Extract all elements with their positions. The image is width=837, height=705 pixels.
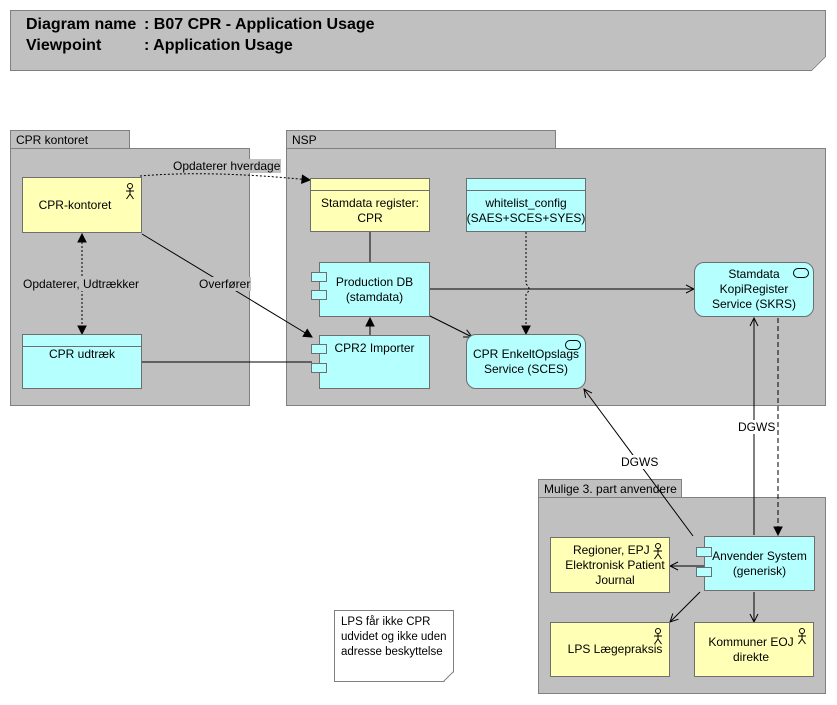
cpr-udtraek-label: CPR udtræk — [48, 347, 116, 361]
anvender-label: Anvender System (generisk) — [712, 548, 807, 578]
actor-icon — [798, 628, 806, 645]
service-icon — [793, 268, 809, 278]
rel-opdaterer-hverdage[interactable] — [139, 173, 310, 180]
cpr2-importer-component[interactable]: CPR2 Importer — [319, 335, 430, 389]
cpr2-importer-label: CPR2 Importer — [334, 341, 415, 355]
component-tab-icon — [311, 272, 327, 282]
component-tab-icon — [696, 547, 712, 557]
header-outline — [10, 10, 826, 71]
whitelist-config-label: whitelist_config (SAES+SCES+SYES) — [466, 195, 586, 225]
lps-label: LPS Lægepraksis — [567, 642, 663, 656]
diagram-name-label: Diagram name — [26, 16, 137, 33]
lps-actor[interactable]: LPS Lægepraksis — [550, 622, 670, 677]
diagram-header: Diagram name : B07 CPR - Application Usag… — [10, 10, 825, 70]
component-tab-icon — [311, 363, 327, 373]
production-db-component[interactable]: Production DB (stamdata) — [319, 262, 430, 317]
rel-anvender-lps[interactable] — [670, 591, 701, 622]
kommuner-label: Kommuner EOJ direkte — [708, 634, 794, 664]
note-text: LPS får ikke CPR udvidet og ikke uden ad… — [341, 616, 447, 658]
label-dgws-skrs: DGWS — [737, 420, 777, 434]
anvender-system-component[interactable]: Anvender System (generisk) — [704, 536, 815, 591]
cpr-kontoret-label: CPR-kontoret — [38, 197, 112, 212]
label-overforer: Overfører — [198, 277, 252, 291]
actor-icon — [654, 543, 662, 560]
whitelist-config-data-object[interactable]: whitelist_config (SAES+SCES+SYES) — [466, 178, 586, 232]
viewpoint-label: Viewpoint — [26, 37, 102, 54]
group-tab-mulige: Mulige 3. part anvendere — [538, 479, 682, 498]
rel-whitelist-sces[interactable] — [526, 232, 529, 334]
group-tab-cpr-kontoret: CPR kontoret — [10, 130, 130, 149]
cpr-kontoret-actor[interactable]: CPR-kontoret — [22, 177, 142, 233]
actor-icon — [654, 628, 662, 645]
skrs-label: Stamdata KopiRegister Service (SKRS) — [711, 267, 797, 311]
note-lps[interactable]: LPS får ikke CPR udvidet og ikke uden ad… — [334, 610, 454, 682]
regioner-actor[interactable]: Regioner, EPJ - Elektronisk Patient Jour… — [550, 537, 670, 593]
viewpoint-value: : Application Usage — [144, 37, 293, 54]
stamdata-register-object[interactable]: Stamdata register: CPR — [310, 178, 430, 232]
kommuner-actor[interactable]: Kommuner EOJ direkte — [694, 622, 814, 677]
label-dgws-sces: DGWS — [620, 455, 660, 469]
production-db-label: Production DB (stamdata) — [335, 274, 414, 304]
diagram-name-row: Diagram name : B07 CPR - Application Usag… — [26, 16, 375, 34]
component-tab-icon — [311, 290, 327, 300]
label-opdaterer-hverdage: Opdaterer hverdage — [172, 159, 282, 173]
sces-label: CPR EnkeltOpslags Service (SCES) — [472, 346, 580, 376]
skrs-service[interactable]: Stamdata KopiRegister Service (SKRS) — [694, 262, 814, 317]
diagram-name-value: : B07 CPR - Application Usage — [144, 16, 375, 33]
label-opdaterer-udtraekker: Opdaterer, Udtrækker — [22, 277, 141, 291]
viewpoint-row: Viewpoint : Application Usage — [26, 37, 293, 55]
component-tab-icon — [311, 344, 327, 354]
rel-db-sces[interactable] — [429, 315, 472, 337]
actor-icon — [126, 183, 134, 200]
service-icon — [565, 340, 581, 350]
component-tab-icon — [696, 567, 712, 577]
cpr-udtraek-data-object[interactable]: CPR udtræk — [22, 334, 142, 389]
group-tab-nsp: NSP — [286, 130, 556, 149]
sces-service[interactable]: CPR EnkeltOpslags Service (SCES) — [466, 334, 586, 389]
stamdata-register-label: Stamdata register: CPR — [320, 195, 420, 225]
regioner-label: Regioner, EPJ - Elektronisk Patient Jour… — [565, 542, 665, 587]
